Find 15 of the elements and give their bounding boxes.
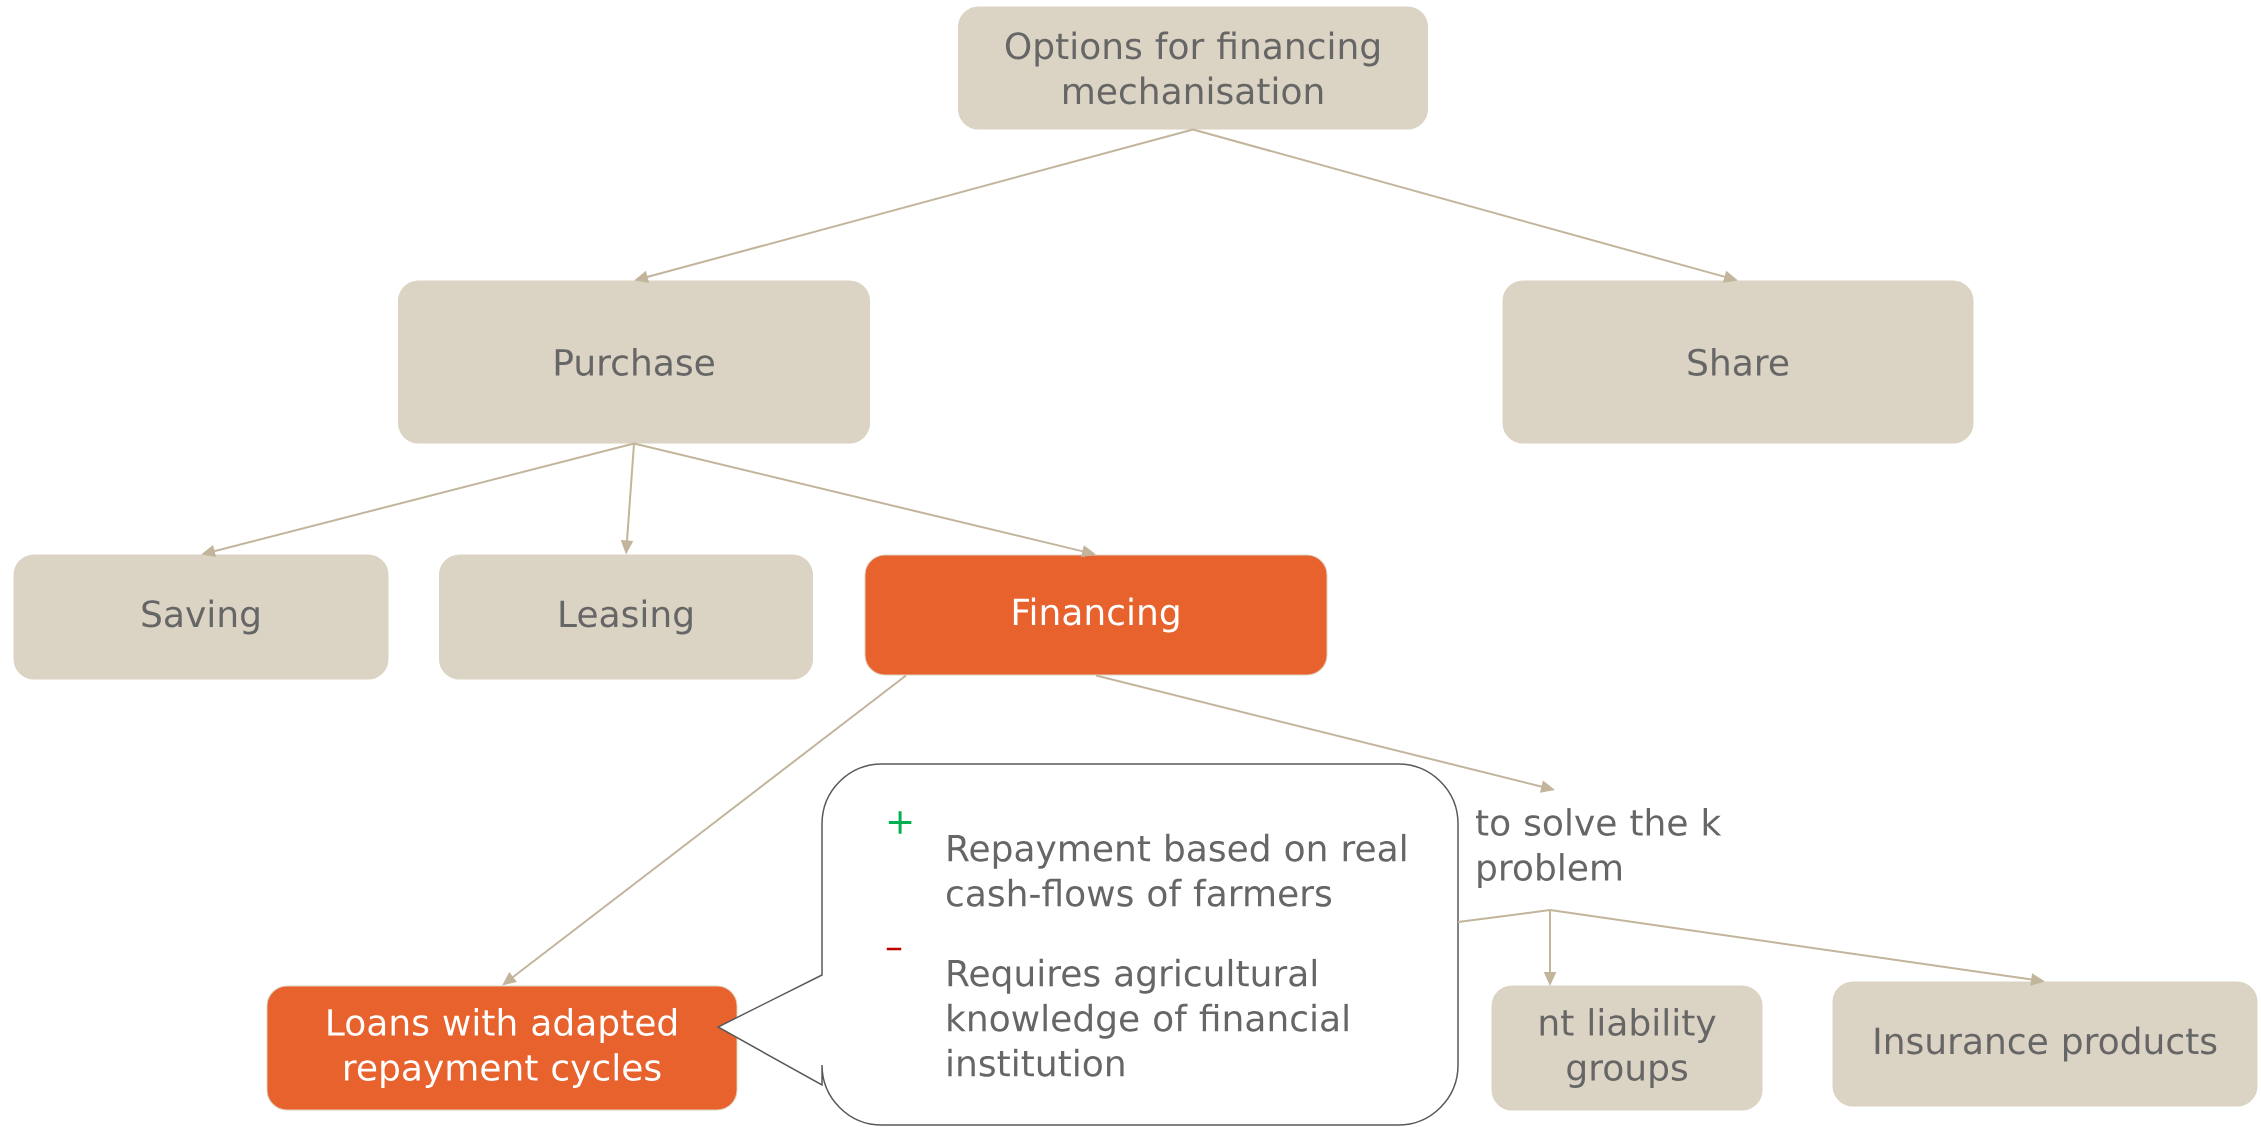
highlighted-box: Financing bbox=[864, 554, 1328, 676]
rounded-box: Saving bbox=[13, 554, 389, 680]
rounded-box: Leasing bbox=[439, 554, 813, 680]
node-label: Requires agricultural knowledge of financial institution bbox=[948, 958, 1348, 1077]
rounded-box: nt liability groups bbox=[1491, 985, 1763, 1111]
text-label: to solve the k problem bbox=[1476, 808, 1722, 888]
rounded-box: Purchase bbox=[398, 280, 870, 444]
rounded-box: Insurance products bbox=[1832, 981, 2258, 1107]
node-label: Repayment based on real cash-flows of farmers bbox=[947, 833, 1406, 907]
node-label: + bbox=[888, 811, 912, 834]
node-label: – bbox=[886, 947, 902, 951]
rounded-box: Share bbox=[1502, 280, 1974, 444]
highlighted-box: Loans with adapted repayment cycles bbox=[266, 985, 738, 1111]
rounded-box: Options for financing mechanisation bbox=[958, 6, 1428, 130]
callout-bubble: + Repayment based on real cash-flows of farmers – Requires agricultural knowledge of financial institution bbox=[717, 763, 1459, 1126]
